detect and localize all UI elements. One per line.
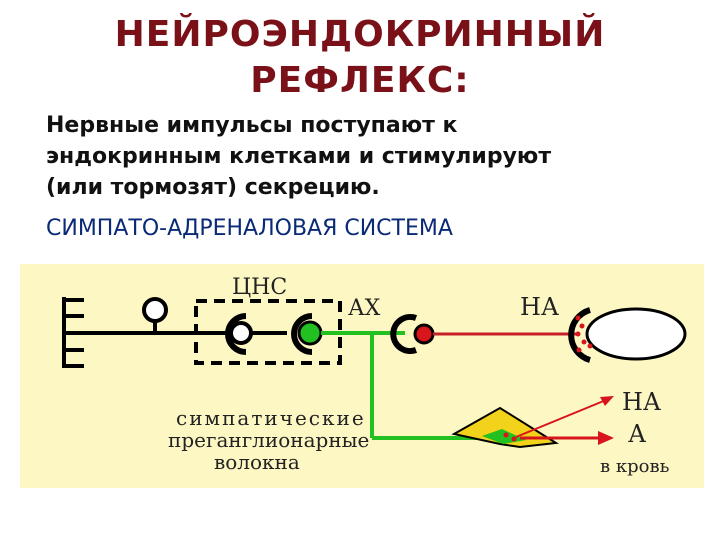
na-label-top: НА <box>520 293 559 321</box>
cns-box <box>194 299 342 365</box>
sensory-neuron <box>142 297 168 333</box>
title-line-1: НЕЙРОЭНДОКРИННЫЙ <box>114 14 606 55</box>
effector-cell <box>568 307 687 363</box>
interneuron <box>225 313 287 355</box>
secretion-arrows <box>515 396 614 445</box>
description-line-2: эндокринным клетками и стимулируют <box>46 144 552 169</box>
ach-label: АХ <box>348 296 381 321</box>
title-line-2: РЕФЛЕКС: <box>250 60 470 101</box>
description-line-3: (или тормозят) секрецию. <box>46 175 380 200</box>
description-line-1: Нервные импульсы поступают к <box>46 113 458 138</box>
a-label: А <box>628 420 646 448</box>
fibers-label-line-3: волокна <box>214 450 300 474</box>
system-title: СИМПАТО-АДРЕНАЛОВАЯ СИСТЕМА <box>46 216 453 241</box>
slide-title: НЕЙРОЭНДОКРИННЫЙ РЕФЛЕКС: <box>0 12 720 104</box>
diagram-panel <box>20 264 704 488</box>
na-label-right: НА <box>622 388 661 416</box>
preganglionic-neuron <box>291 313 323 355</box>
fibers-label-line-2: преганглионарные <box>168 428 369 452</box>
description-text: Нервные импульсы поступают к эндокринным… <box>46 110 696 203</box>
fibers-label-line-1: симпатические <box>176 406 366 430</box>
cns-label: ЦНС <box>232 275 287 300</box>
blood-label: в кровь <box>600 456 670 477</box>
